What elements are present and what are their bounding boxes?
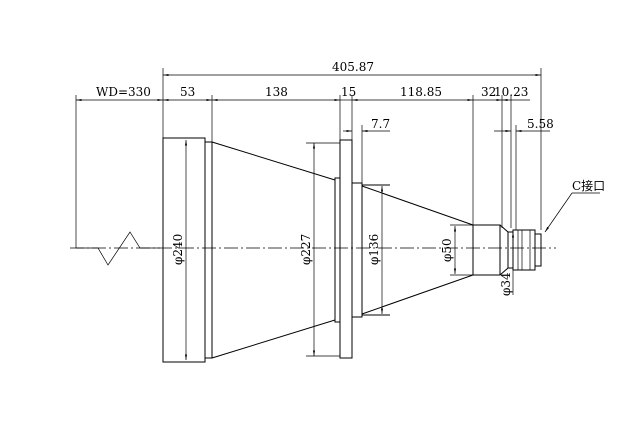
dim-15: 15 [341,85,356,99]
dia-50: φ50 [440,238,454,262]
dim-32: 32 [481,85,496,99]
break-line [76,231,160,266]
extension-lines [75,68,542,248]
callout-leader [544,192,573,233]
dim-10-23: 10.23 [494,85,528,99]
dim-7-7: 7.7 [371,117,390,131]
c-mount-label: C接口 [572,178,605,193]
dim-wd: WD=330 [96,85,151,99]
dia-34: φ34 [499,272,513,296]
dim-5-58: 5.58 [527,117,554,131]
lens-body [162,137,542,363]
dia-136: φ136 [367,234,381,265]
dim-118-85: 118.85 [400,85,442,99]
diameter-dimension-lines [184,140,515,360]
dia-227: φ227 [299,234,313,265]
dim-138: 138 [265,85,288,99]
dim-53: 53 [180,85,195,99]
dia-240: φ240 [171,234,185,265]
dim-overall: 405.87 [332,60,374,74]
dimension-lines [76,73,550,133]
